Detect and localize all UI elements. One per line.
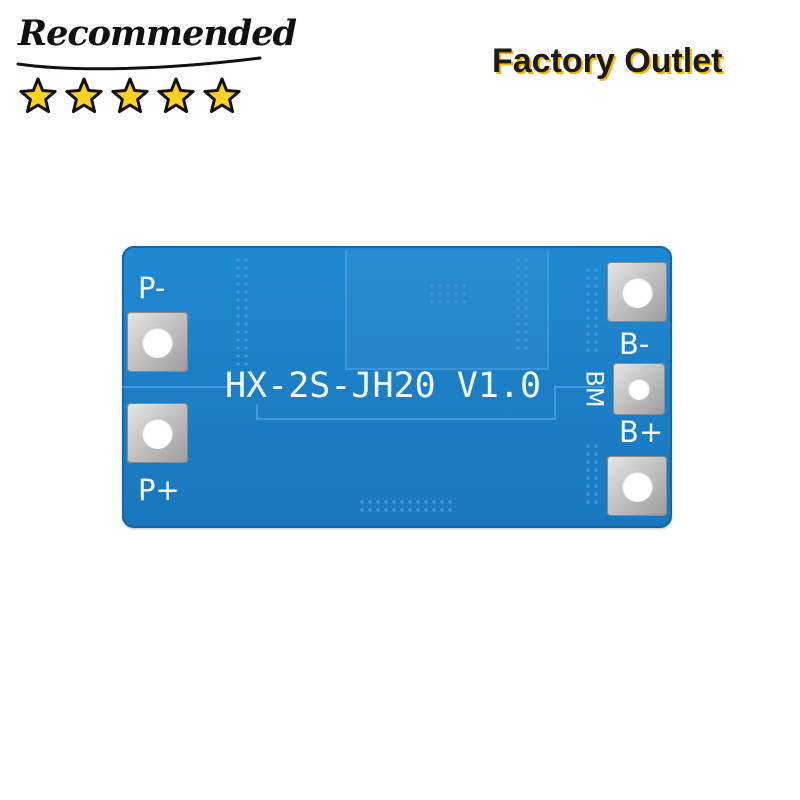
pad-b-minus	[607, 262, 667, 322]
bms-circuit-board: P- P+ HX-2S-JH20 V1.0 B- BM B+	[122, 246, 672, 528]
via-cluster	[514, 256, 530, 352]
via-cluster	[584, 442, 600, 506]
label-p-plus: P+	[138, 473, 180, 507]
pad-p-minus	[127, 312, 188, 372]
mounting-hole	[142, 327, 173, 358]
star-icon	[203, 77, 241, 114]
trace-line	[122, 386, 228, 388]
factory-outlet-headline: Factory Outlet	[492, 42, 723, 80]
label-p-minus: P-	[138, 271, 166, 305]
star-icon	[19, 77, 57, 114]
mounting-hole	[628, 378, 650, 400]
via-cluster	[584, 266, 600, 354]
star-icon	[65, 77, 103, 114]
pad-bm	[613, 363, 665, 415]
via-cluster	[428, 282, 468, 306]
star-rating	[18, 76, 242, 116]
via-cluster	[358, 498, 454, 514]
pad-p-plus	[127, 403, 188, 463]
label-model-number: HX-2S-JH20 V1.0	[225, 366, 542, 406]
trace-line	[256, 418, 556, 420]
star-icon	[157, 77, 195, 114]
trace-line	[554, 386, 556, 420]
label-b-minus: B-	[619, 327, 650, 361]
trace-line	[256, 404, 258, 420]
recommended-logo-text: Recommended	[18, 13, 297, 54]
underline-swash	[16, 56, 262, 71]
pad-b-plus	[607, 456, 667, 516]
label-bm: BM	[580, 370, 609, 408]
star-icon	[111, 77, 149, 114]
trace-line	[554, 386, 606, 388]
mounting-hole	[622, 277, 653, 308]
mounting-hole	[142, 418, 173, 449]
label-b-plus: B+	[619, 415, 664, 449]
mounting-hole	[622, 471, 653, 502]
via-cluster	[234, 256, 250, 366]
recommended-badge: Recommended	[14, 10, 297, 122]
